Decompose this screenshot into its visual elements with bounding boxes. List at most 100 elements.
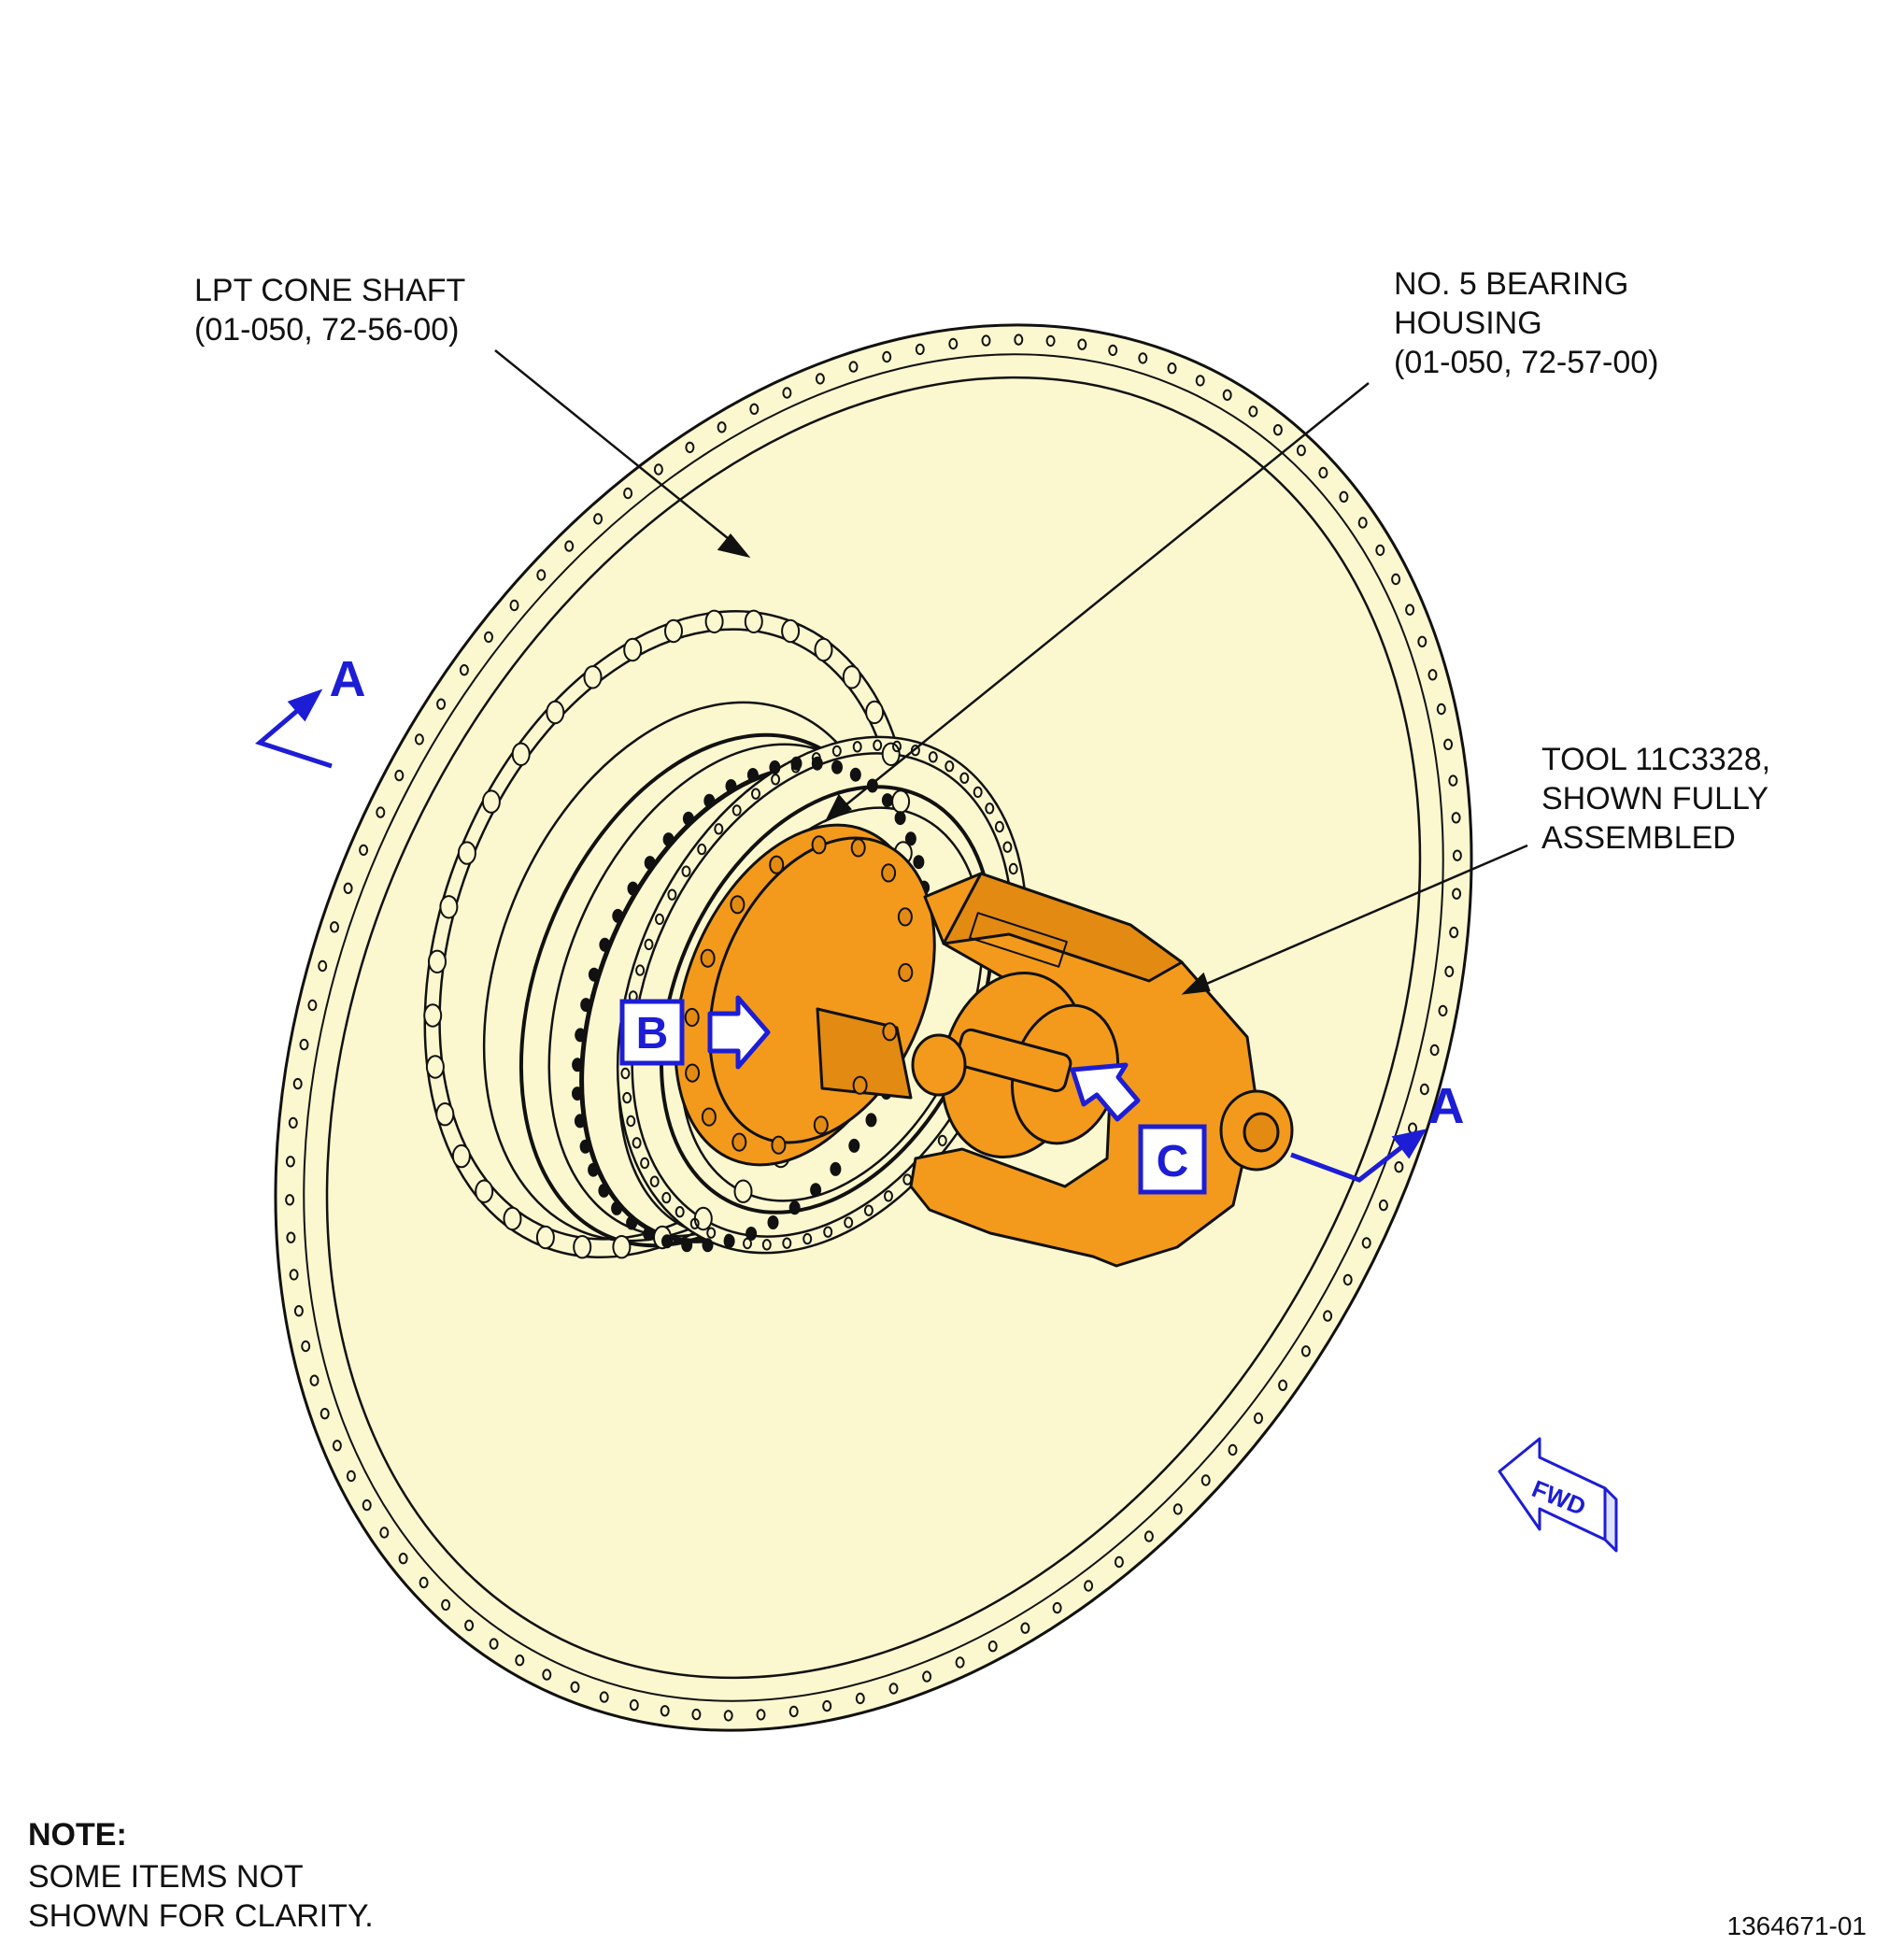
bolt-hole <box>888 1683 899 1695</box>
bolt-hole <box>535 1225 555 1250</box>
bolt-hole <box>882 350 892 363</box>
bolt-hole <box>629 1698 639 1711</box>
bolt-hole <box>981 334 991 347</box>
bolt-hole <box>546 700 565 725</box>
bolt-hole <box>844 1216 854 1229</box>
bolt-hole <box>852 741 862 753</box>
bolt-hole <box>973 786 983 799</box>
bolt-hole <box>635 964 646 976</box>
bolt-hole <box>771 1135 787 1155</box>
bolt-hole <box>811 756 823 771</box>
bolt-hole <box>660 1705 670 1717</box>
bolt-hole <box>1228 1443 1238 1456</box>
bolt-hole <box>1200 1474 1211 1486</box>
bolt-hole <box>985 802 995 815</box>
bolt-hole <box>769 760 781 774</box>
bolt-hole <box>1296 444 1306 457</box>
bolt-hole <box>811 835 827 855</box>
bolt-hole <box>681 1238 693 1253</box>
bolt-hole <box>815 373 825 385</box>
bolt-hole <box>649 1175 660 1187</box>
section-a-right-label: A <box>1428 1078 1465 1134</box>
bolt-hole <box>681 865 691 877</box>
bolt-hole <box>511 742 531 766</box>
svg-text:C: C <box>1157 1137 1189 1186</box>
bolt-hole <box>717 421 727 433</box>
bolt-hole <box>661 1234 673 1249</box>
bolt-hole <box>320 1408 330 1420</box>
bolt-hole <box>661 1191 672 1204</box>
bolt-hole <box>644 856 656 871</box>
bolt-hole <box>1077 338 1087 350</box>
bolt-hole <box>653 463 663 476</box>
bolt-hole <box>293 1305 304 1317</box>
bolt-hole <box>873 739 883 751</box>
bolt-hole <box>937 1134 947 1147</box>
bolt-hole <box>599 1691 609 1703</box>
bolt-hole <box>423 1003 443 1028</box>
bolt-hole <box>632 1137 642 1149</box>
bolt-hole <box>928 751 938 763</box>
bolt-hole <box>572 1087 583 1101</box>
bolt-hole <box>1444 965 1455 978</box>
bolt-hole <box>570 1681 580 1694</box>
bolt-hole <box>1391 573 1401 586</box>
bolt-hole <box>948 337 959 350</box>
bolt-hole <box>343 882 353 894</box>
bolt-hole <box>898 962 914 983</box>
bolt-hole <box>332 1440 342 1452</box>
bolt-hole <box>863 1204 873 1216</box>
bolt-hole <box>823 1226 833 1238</box>
bolt-hole <box>675 1206 685 1218</box>
bolt-hole <box>1451 812 1461 824</box>
bolt-hole <box>848 361 859 373</box>
bolt-hole <box>782 387 792 399</box>
bolt-hole <box>1443 738 1454 750</box>
bolt-hole <box>573 1235 592 1259</box>
bolt-hole <box>436 698 447 710</box>
bolt-hole <box>593 513 604 525</box>
bolt-hole <box>419 1576 429 1589</box>
bolt-hole <box>685 1063 701 1083</box>
bolt-hole <box>701 1107 717 1127</box>
bolt-hole <box>509 599 519 612</box>
bolt-hole <box>662 832 675 847</box>
view-c-box: C <box>1138 1124 1207 1195</box>
bolt-hole <box>1167 362 1177 375</box>
bolt-hole <box>761 1239 772 1251</box>
bolt-hole <box>1002 841 1013 853</box>
bolt-hole <box>1138 352 1148 364</box>
bolt-hole <box>428 949 447 974</box>
bolt-hole <box>1172 1503 1183 1515</box>
callout-no5-bearing-housing: NO. 5 BEARING HOUSING (01-050, 72-57-00) <box>1394 266 1659 380</box>
bolt-hole <box>398 1553 408 1565</box>
bolt-hole <box>580 998 592 1013</box>
bolt-hole <box>1452 849 1462 861</box>
bolt-hole <box>515 1655 525 1667</box>
bolt-hole <box>959 772 970 784</box>
bolt-hole <box>362 1498 372 1512</box>
bolt-hole <box>481 789 501 814</box>
bolt-hole <box>439 895 459 919</box>
bolt-hole <box>318 959 328 973</box>
leader-lines <box>494 349 1528 995</box>
bolt-hole <box>802 1232 813 1245</box>
bolt-hole <box>882 1022 898 1042</box>
note-text: SOME ITEMS NOT SHOWN FOR CLARITY. <box>28 1859 374 1934</box>
bolt-hole <box>733 1179 753 1203</box>
bolt-hole <box>457 841 476 865</box>
bolt-hole <box>848 1138 860 1153</box>
bolt-hole <box>813 1115 829 1135</box>
bolt-hole <box>575 1028 587 1043</box>
bolt-hole <box>1108 344 1118 357</box>
bolt-hole <box>731 1132 747 1152</box>
bolt-hole <box>309 1374 320 1386</box>
bolt-hole <box>484 631 493 644</box>
bolt-hole <box>685 441 695 454</box>
bolt-hole <box>1020 1622 1030 1634</box>
bolt-hole <box>1254 1412 1263 1425</box>
bolt-hole <box>746 768 759 782</box>
bolt-hole <box>664 618 683 644</box>
bolt-hole <box>810 1183 822 1198</box>
bolt-hole <box>425 1055 445 1079</box>
